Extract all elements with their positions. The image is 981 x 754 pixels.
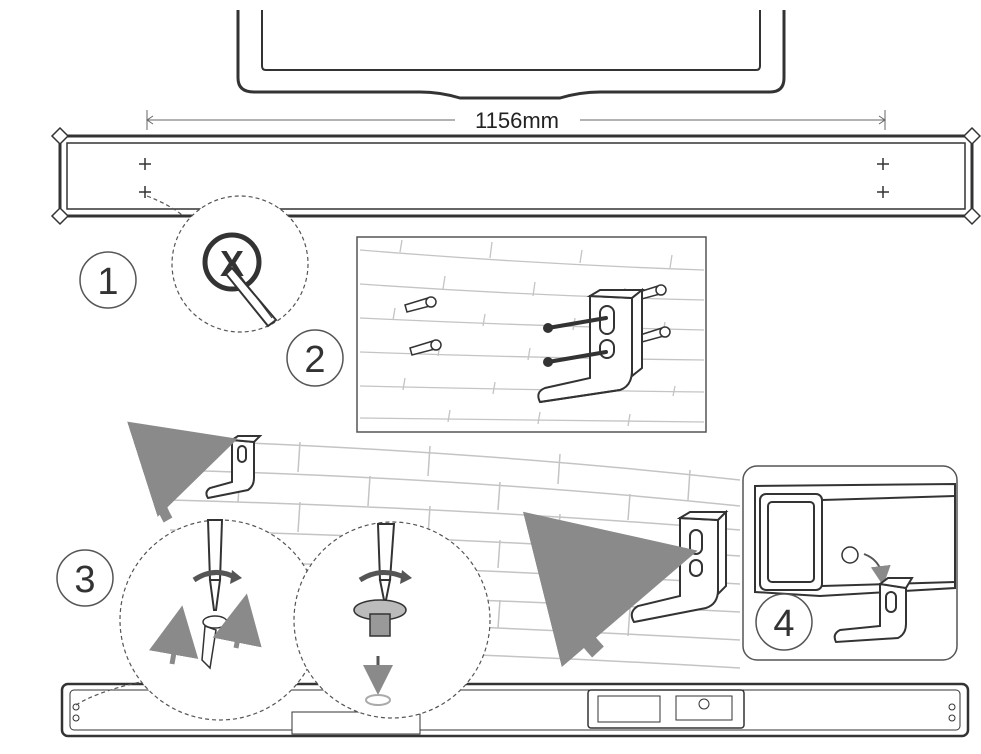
- prohibited-icon: [202, 232, 262, 292]
- step-1-number: 1: [97, 261, 118, 303]
- step-2-number: 2: [304, 339, 325, 381]
- brick-wall-2: [359, 239, 705, 427]
- rotate-arrow-icon-2: [358, 570, 412, 584]
- rotate-arrow-icon: [192, 570, 242, 584]
- dimension-line: [146, 110, 886, 130]
- screwdriver-icon-2: [376, 523, 396, 601]
- rotate-arrow-small-icon: [127, 421, 238, 523]
- step-2-group: 2: [286, 236, 707, 433]
- tv-outline: [236, 10, 786, 100]
- detail-magnifier-3b: [293, 521, 491, 719]
- step-3-group: 3: [56, 421, 741, 669]
- push-arrow-left-icon: [149, 605, 199, 665]
- template-hole-marks: [139, 158, 889, 198]
- screw-icons-2: [546, 316, 608, 364]
- soundbar-end-detail: [754, 482, 956, 598]
- step-2-badge: [286, 329, 344, 387]
- rotate-arrow-large-icon: [522, 511, 698, 668]
- mounting-template: [50, 126, 981, 226]
- push-arrow-right-icon: [212, 593, 262, 649]
- mounting-bracket-4: [833, 577, 914, 644]
- attach-arrow-icon: [863, 553, 891, 586]
- mounting-bracket-small: [205, 435, 263, 500]
- step-1-badge: [79, 251, 137, 309]
- screw-head-icon: [841, 546, 859, 564]
- step-3-number: 3: [74, 559, 95, 601]
- dimension-label: 1156mm: [475, 108, 559, 133]
- drill-bit-icon: [224, 266, 278, 328]
- step-1-group: 1 X: [79, 195, 309, 333]
- mounting-bracket-large: [630, 509, 729, 624]
- screw-hole-icon: [365, 694, 391, 706]
- mounting-screw-icon: [353, 599, 407, 637]
- step-4-group: 4: [742, 465, 958, 661]
- screwdriver-icon: [206, 519, 224, 611]
- step-4-number: 4: [773, 603, 794, 645]
- step-4-badge: [755, 593, 813, 651]
- soundbar: [60, 682, 970, 738]
- step-3-badge: [56, 549, 114, 607]
